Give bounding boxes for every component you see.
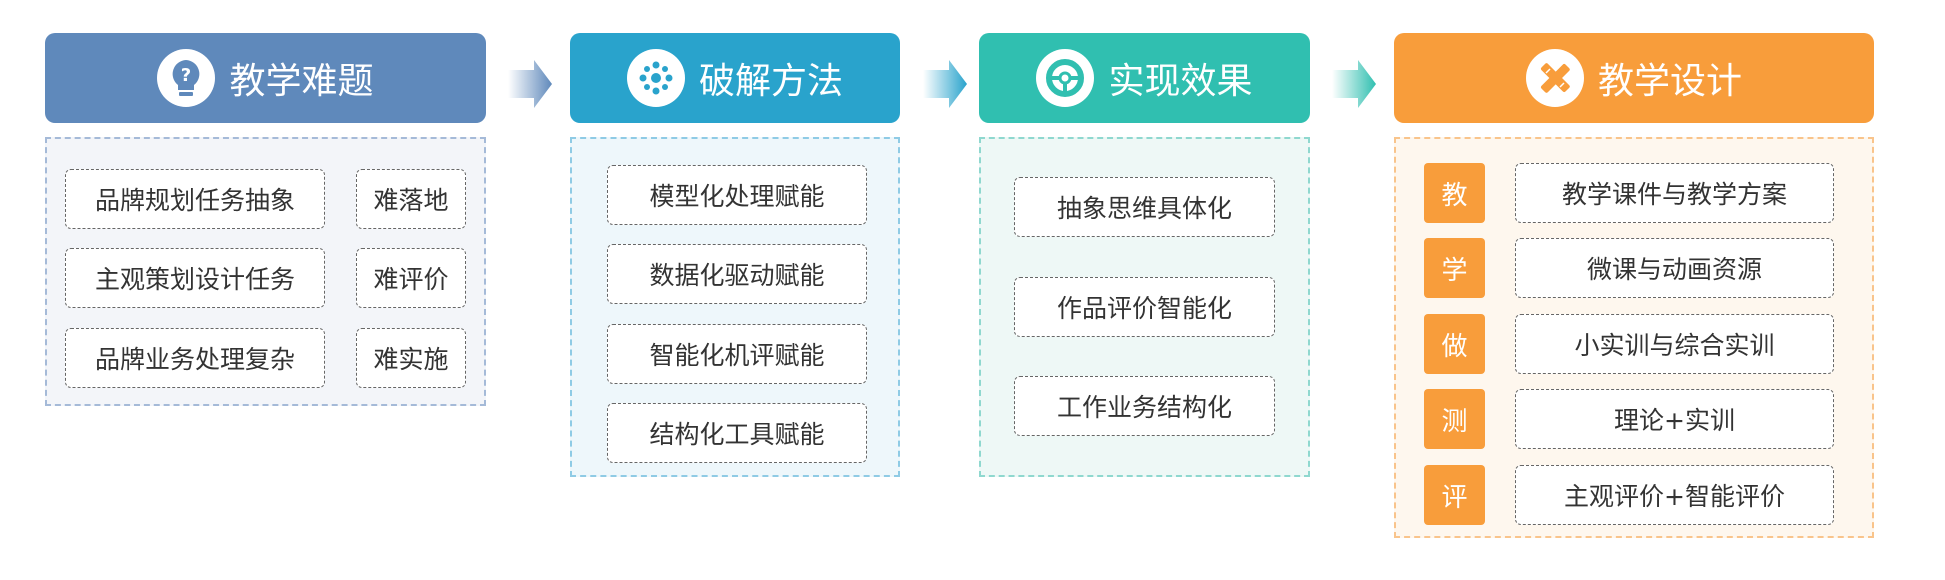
design-stage-label: 做 [1424,314,1485,374]
method-item: 智能化机评赋能 [607,324,867,384]
problem-task: 品牌业务处理复杂 [65,328,325,388]
header-title: 破解方法 [698,61,843,102]
header-title: 实现效果 [1108,61,1253,102]
svg-text:?: ? [181,65,191,86]
design-item: 微课与动画资源 [1515,238,1834,298]
design-stage-label: 学 [1424,238,1485,298]
target-icon [1036,49,1095,107]
header-teaching-design: 教学设计 [1394,33,1874,123]
problem-difficulty: 难评价 [356,248,466,308]
design-item: 理论+实训 [1515,389,1834,449]
design-item: 小实训与综合实训 [1515,314,1834,374]
effect-item: 工作业务结构化 [1014,376,1275,436]
problem-task: 主观策划设计任务 [65,248,325,308]
lightbulb-question-icon: ? [157,49,216,107]
method-item: 模型化处理赋能 [607,165,867,225]
design-stage-label: 测 [1424,389,1485,449]
header-teaching-problems: ? 教学难题 [45,33,486,123]
header-title: 教学难题 [229,61,374,102]
header-title: 教学设计 [1597,61,1742,102]
design-stage-label: 评 [1424,465,1485,525]
problem-difficulty: 难落地 [356,169,466,229]
arrow-right-icon [508,60,552,108]
method-item: 数据化驱动赋能 [607,244,867,304]
pencil-ruler-icon [1525,49,1584,107]
problem-difficulty: 难实施 [356,328,466,388]
design-stage-label: 教 [1424,163,1485,223]
method-item: 结构化工具赋能 [607,403,867,463]
header-solution-methods: 破解方法 [570,33,900,123]
arrow-right-icon [923,60,967,108]
header-achieved-effects: 实现效果 [979,33,1310,123]
effect-item: 抽象思维具体化 [1014,177,1275,237]
design-item: 主观评价+智能评价 [1515,465,1834,525]
problem-task: 品牌规划任务抽象 [65,169,325,229]
arrow-right-icon [1332,60,1376,108]
design-item: 教学课件与教学方案 [1515,163,1834,223]
network-icon [626,49,685,107]
effect-item: 作品评价智能化 [1014,277,1275,337]
